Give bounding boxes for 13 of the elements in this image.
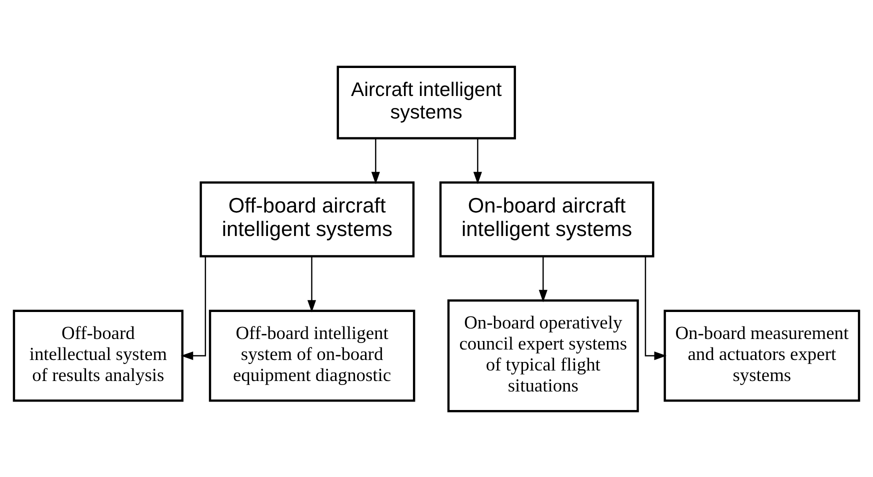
node-box: Off-board intelligent system of on-board equipment diagnostic <box>208 309 416 402</box>
node-box: Aircraft intelligent systems <box>336 65 516 139</box>
node-box: On-board aircraft intelligent systems <box>439 180 654 257</box>
arrow <box>538 256 548 302</box>
arrow <box>307 256 316 312</box>
arrow <box>644 256 667 360</box>
node-box: Off-board intellectual system of results analysis <box>12 309 184 402</box>
node-box: On-board operatively council expert systems of typical flight situations <box>447 298 639 412</box>
arrow <box>473 138 482 184</box>
node-box: On-board measurement and actuators expert systems <box>664 309 860 402</box>
arrow <box>371 138 380 184</box>
arrow <box>180 256 206 360</box>
node-box: Off-board aircraft intelligent systems <box>200 180 415 257</box>
